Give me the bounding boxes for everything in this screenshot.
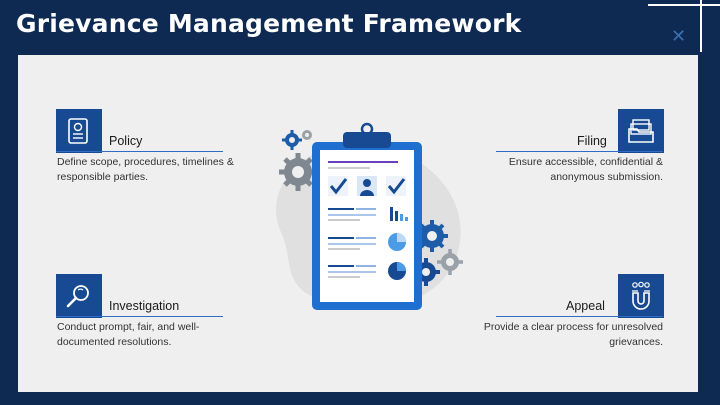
- filing-description: Ensure accessible, confidential & anonym…: [508, 156, 663, 183]
- policy-document-icon: [56, 109, 102, 153]
- gear-icon-small-blue: [282, 130, 302, 150]
- close-x-icon: ✕: [671, 26, 687, 47]
- bar-chart-icon: [390, 207, 408, 221]
- checkmark-icon-2: [387, 178, 406, 195]
- clipboard-illustration: [276, 122, 463, 310]
- investigation-divider: [56, 316, 223, 317]
- investigation-title: Investigation: [109, 299, 180, 313]
- filing-title: Filing: [577, 134, 607, 148]
- decorative-line-vertical: [700, 0, 702, 52]
- appeal-divider: [496, 316, 663, 317]
- page-title: Grievance Management Framework: [16, 9, 522, 38]
- appeal-title: Appeal: [566, 299, 605, 313]
- gear-icon-right-blue: [416, 220, 448, 252]
- clipboard-clip: [343, 132, 391, 148]
- people-magnet-icon: [618, 274, 664, 318]
- user-icon: [363, 179, 371, 187]
- policy-description: Define scope, procedures, timelines & re…: [57, 156, 234, 183]
- filing-divider: [496, 151, 663, 152]
- gear-icon-large-left: [279, 153, 317, 191]
- file-folders-icon: [618, 109, 664, 153]
- pie-chart-icon-2: [388, 262, 406, 280]
- gear-icon-right-gray: [437, 249, 463, 275]
- magnifier-icon: [56, 274, 102, 318]
- policy-divider: [56, 151, 223, 152]
- decorative-line-horizontal: [648, 4, 720, 6]
- appeal-description: Provide a clear process for unresolved g…: [483, 321, 663, 348]
- investigation-description: Conduct prompt, fair, and well-documente…: [57, 321, 200, 348]
- pie-chart-icon-1: [388, 233, 406, 251]
- checkmark-icon: [329, 178, 348, 195]
- policy-title: Policy: [109, 134, 143, 148]
- gear-icon-small-gray: [302, 130, 312, 140]
